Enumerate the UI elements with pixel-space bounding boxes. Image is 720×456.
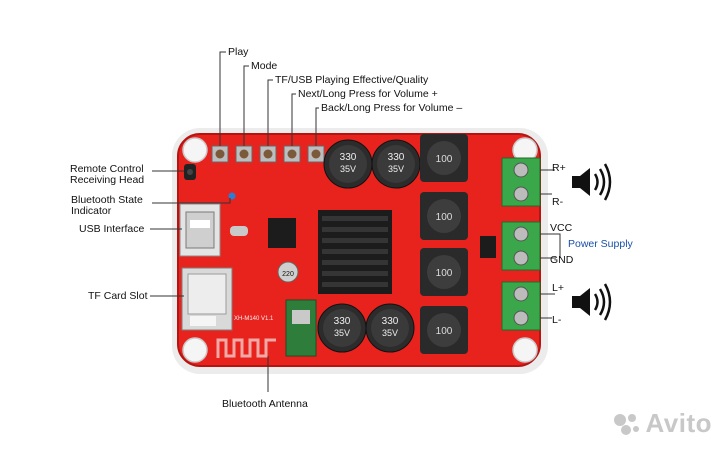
label-vcc: VCC [550,222,573,234]
cap-value: 330 [334,316,351,327]
ir-receiver [184,164,196,180]
cap-voltage: 35V [340,164,356,174]
inductor-value: 100 [436,326,453,337]
inductor-1: 100 [420,134,468,182]
label-usb-interface: USB Interface [79,223,145,235]
label-play: Play [228,46,249,58]
small-capacitor: 220 [277,261,299,283]
cap-voltage: 35V [388,164,404,174]
cap-voltage: 35V [382,328,398,338]
play-button[interactable] [211,145,229,163]
label-mode: Mode [251,60,278,72]
label-next-volume-up: Next/Long Press for Volume + [298,88,438,100]
next-button[interactable] [283,145,301,163]
main-chip [268,218,296,248]
inductor-3: 100 [420,248,468,296]
label-back-volume-down: Back/Long Press for Volume – [321,102,463,114]
label-tf-card-slot: TF Card Slot [88,290,148,302]
label-gnd: GND [550,254,574,266]
bluetooth-module [285,299,317,357]
quality-button[interactable] [259,145,277,163]
capacitor-bottom-left: 330 35V [317,303,367,353]
crystal [230,226,248,236]
label-bt-state-2: Indicator [71,205,112,217]
terminal-power [501,221,541,271]
small-cap-text: 220 [282,271,294,278]
voltage-regulator [480,236,496,258]
watermark: Avito [645,408,712,438]
speaker-icon [572,283,612,321]
cap-voltage: 35V [334,328,350,338]
speaker-icon [572,163,612,201]
bluetooth-led [228,192,236,200]
mounting-holes [182,137,538,363]
board-model-label: XH-M140 V1.1 [234,316,274,322]
terminal-right-speaker [501,157,541,207]
label-power-supply: Power Supply [568,238,633,250]
label-remote-control-1: Remote Control [70,163,144,175]
inductor-value: 100 [436,154,453,165]
label-bluetooth-antenna: Bluetooth Antenna [222,398,308,410]
usb-port [179,203,221,257]
inductor-4: 100 [420,306,468,354]
mode-button[interactable] [235,145,253,163]
inductor-value: 100 [436,268,453,279]
cap-value: 330 [388,152,405,163]
label-l-plus: L+ [552,282,564,294]
heatsink [318,210,392,294]
leader-lines [150,51,561,392]
terminal-left-speaker [501,281,541,331]
label-r-plus: R+ [552,162,566,174]
avito-logo-icon [614,414,639,435]
tf-card-slot [181,267,233,331]
capacitor-top-left: 330 35V [323,139,373,189]
inductor-2: 100 [420,192,468,240]
inductor-value: 100 [436,212,453,223]
capacitor-bottom-right: 330 35V [365,303,415,353]
label-tf-usb-quality: TF/USB Playing Effective/Quality [275,74,429,86]
label-bt-state-1: Bluetooth State [71,194,143,206]
label-r-minus: R- [552,196,564,208]
pcb-antenna-trace [216,338,276,358]
capacitor-top-right: 330 35V [371,139,421,189]
label-l-minus: L- [552,314,562,326]
cap-value: 330 [382,316,399,327]
back-button[interactable] [307,145,325,163]
label-remote-control-2: Receiving Head [70,174,145,186]
cap-value: 330 [340,152,357,163]
